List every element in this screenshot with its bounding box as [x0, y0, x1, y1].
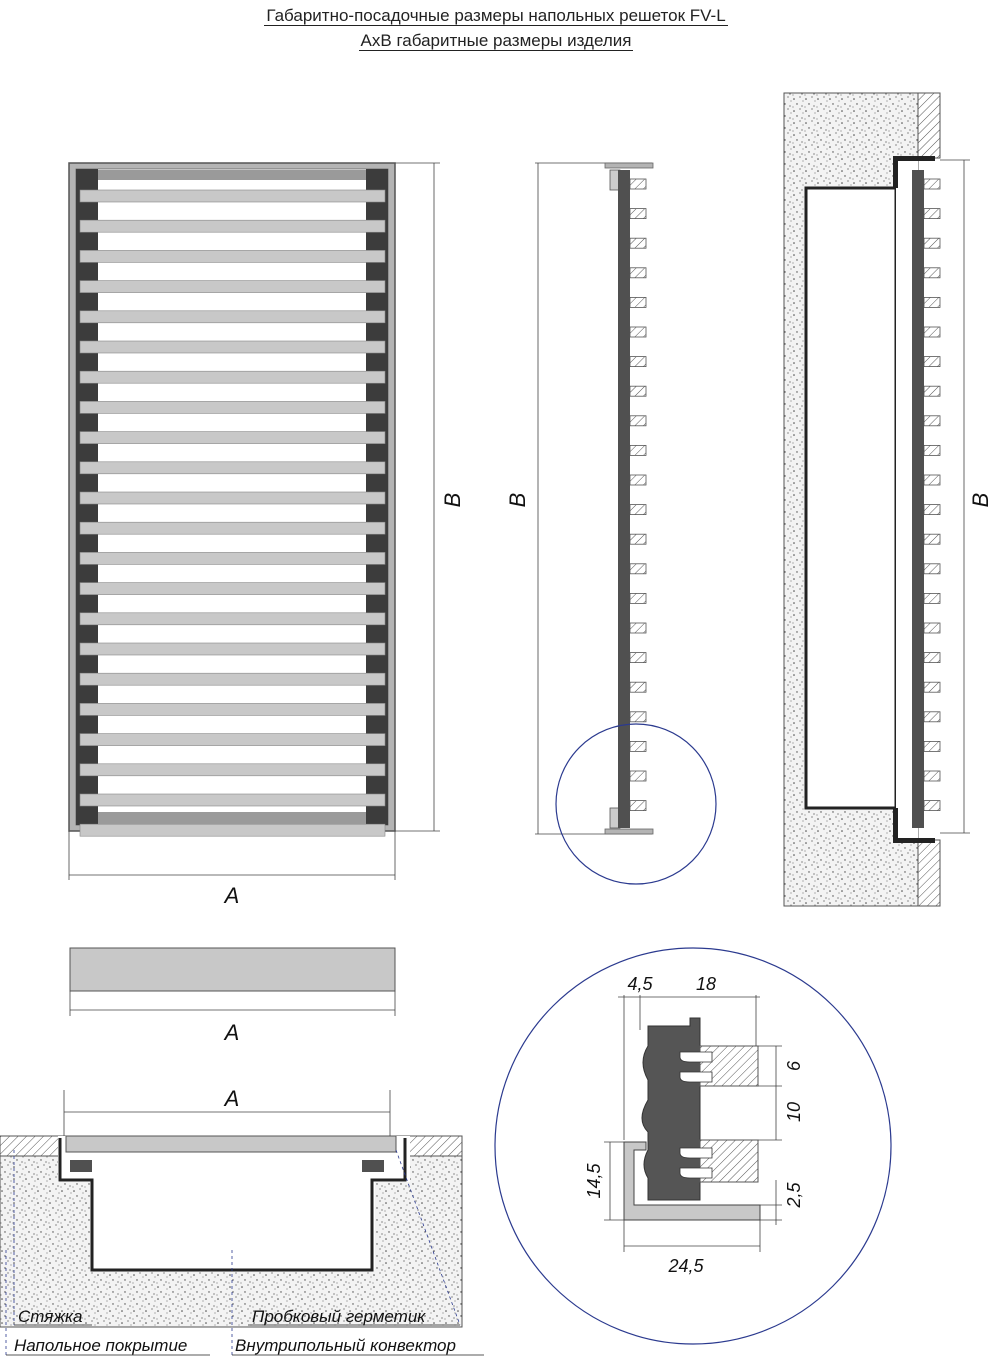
label-convector: Внутрипольный конвектор	[235, 1336, 456, 1355]
installed-spine	[912, 170, 924, 828]
grille-bar	[79, 823, 386, 837]
grille-bar	[79, 310, 386, 324]
label-cork-sealant: Пробковый герметик	[252, 1307, 426, 1326]
dim-24-5: 24,5	[667, 1256, 704, 1276]
grille-bar	[79, 370, 386, 384]
grille-bar	[79, 280, 386, 293]
dim-b-side-label: B	[505, 493, 530, 508]
label-floor-covering: Напольное покрытие	[14, 1336, 187, 1355]
drawing-title: Габаритно-посадочные размеры напольных р…	[264, 6, 728, 26]
grille-bar	[79, 431, 386, 444]
dim-a-label: A	[223, 883, 240, 908]
grille-bar	[79, 552, 386, 565]
dim-b-label: B	[440, 493, 465, 508]
dim-a-front-label: A	[223, 1020, 240, 1045]
grille-bar	[79, 340, 386, 354]
grille-bar	[79, 642, 386, 656]
grille-bar	[79, 703, 386, 716]
side-spine	[618, 170, 630, 828]
grille-bar	[79, 461, 386, 475]
grille-bar	[79, 189, 386, 203]
grille-front-view: A	[69, 947, 396, 1045]
plan-bar-top	[98, 170, 366, 180]
detail-view: 4,5 18 6 10 2,5 14,5 24,5	[494, 947, 892, 1345]
label-screed: Стяжка	[18, 1307, 83, 1326]
drawing-subtitle: AxB габаритные размеры изделия	[358, 31, 634, 51]
dim-18: 18	[696, 974, 716, 994]
dim-6: 6	[784, 1060, 804, 1071]
dim-2-5: 2,5	[784, 1182, 804, 1209]
grille-bar	[79, 672, 386, 686]
grille-bar	[79, 612, 386, 626]
dim-10: 10	[784, 1102, 804, 1122]
dim-4-5: 4,5	[627, 974, 653, 994]
dim-a-floor-label: A	[223, 1086, 240, 1111]
grille-bar	[79, 582, 386, 595]
grille-bar	[79, 763, 386, 777]
grille-bar	[79, 250, 386, 263]
dimension-a-plan: A	[68, 831, 396, 908]
grille-bar	[79, 733, 386, 746]
floor-installation-section: A Стяжка Напольное покрытие Пробковый ге…	[0, 1072, 484, 1356]
dim-b-installed-label: B	[968, 493, 992, 508]
grille-plan-view	[68, 162, 396, 837]
detail-callout-circle	[555, 723, 717, 885]
grille-bar	[79, 401, 386, 414]
grille-bar	[79, 793, 386, 807]
grille-side-section: B	[505, 162, 717, 885]
grille-bar	[79, 219, 386, 233]
grille-bar	[79, 521, 386, 535]
dimension-b-plan: B	[395, 162, 465, 832]
installed-section: B	[783, 92, 992, 907]
grille-bar	[79, 491, 386, 505]
dim-14-5: 14,5	[584, 1163, 604, 1199]
plan-bar-bottom	[98, 812, 366, 824]
